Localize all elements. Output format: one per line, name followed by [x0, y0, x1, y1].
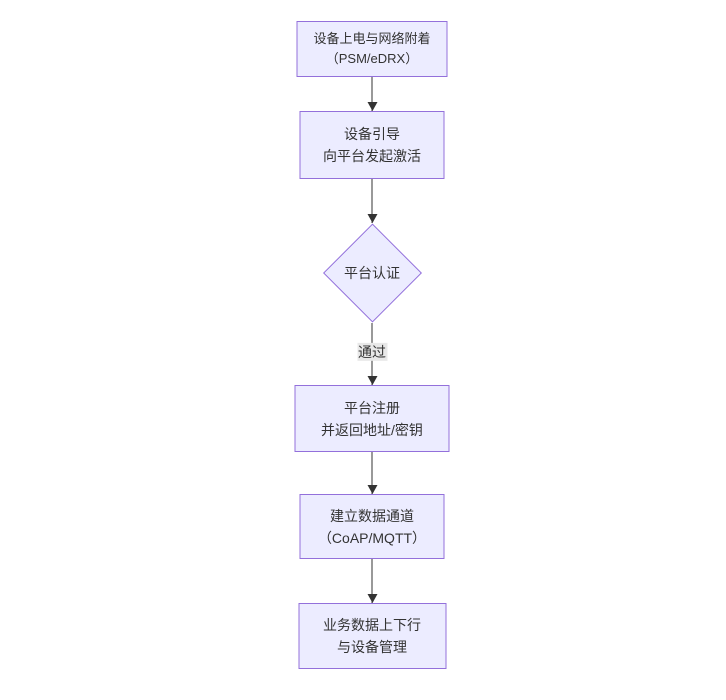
flow-column: 设备上电与网络附着 （PSM/eDRX） 设备引导 向平台发起激活 平台认证 通…: [294, 21, 450, 669]
arrow-line: [371, 559, 373, 603]
arrow-line: [371, 452, 373, 494]
node-channel: 建立数据通道 （CoAP/MQTT）: [299, 494, 445, 559]
flow-arrow: [365, 452, 379, 494]
node-text-line: 平台注册: [344, 399, 400, 416]
arrowhead-icon: [367, 485, 377, 494]
node-text-line: 平台认证: [344, 265, 400, 281]
arrowhead-icon: [367, 102, 377, 111]
node-business: 业务数据上下行 与设备管理: [298, 603, 446, 669]
node-text-line: 建立数据通道: [330, 507, 414, 524]
node-text-line: 设备上电与网络附着: [313, 31, 431, 46]
node-text-line: 向平台发起激活: [323, 148, 421, 164]
node-register: 平台注册 并返回地址/密钥: [294, 385, 450, 452]
arrow-line: [371, 77, 373, 111]
node-text-line: 业务数据上下行: [323, 617, 421, 633]
node-text-line: 设备引导: [344, 126, 400, 142]
flow-arrow: [365, 179, 379, 223]
flow-arrow: [365, 559, 379, 603]
node-auth-decision: 平台认证: [322, 223, 422, 323]
arrow-line: [371, 179, 373, 223]
node-text-line: （CoAP/MQTT）: [317, 529, 427, 546]
arrowhead-icon: [367, 594, 377, 603]
node-text-line: （PSM/eDRX）: [325, 51, 419, 66]
node-text-line: 与设备管理: [337, 639, 407, 655]
edge-label-pass: 通过: [357, 342, 387, 361]
flow-arrow: [365, 77, 379, 111]
node-bootstrap: 设备引导 向平台发起激活: [299, 111, 445, 179]
node-text-line: 并返回地址/密钥: [321, 421, 423, 438]
arrowhead-icon: [367, 376, 377, 385]
arrowhead-icon: [367, 214, 377, 223]
flow-arrow: 通过: [357, 323, 387, 385]
node-power-attach: 设备上电与网络附着 （PSM/eDRX）: [296, 21, 448, 77]
